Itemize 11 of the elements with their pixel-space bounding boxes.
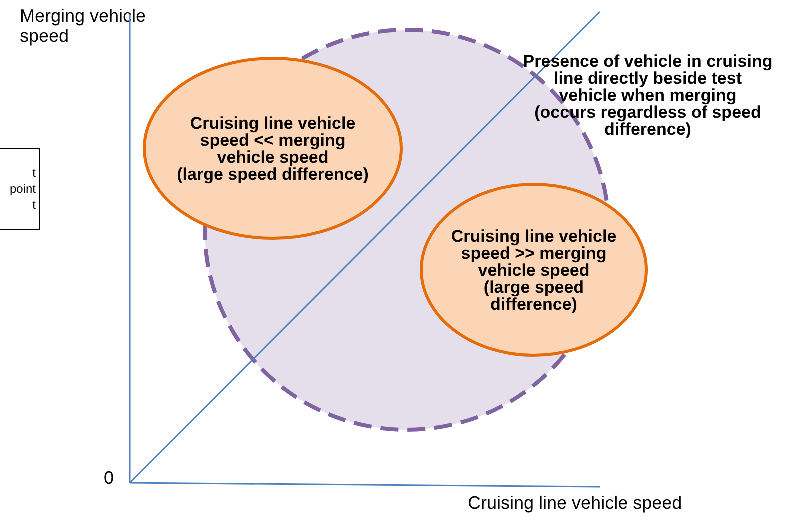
node-text: (occurs regardless of speed difference) — [534, 104, 762, 138]
legend-text: point — [10, 181, 36, 197]
node-text: (large speed difference) — [482, 278, 584, 312]
node-text: Cruising line vehicle speed << merging vehicle speed — [189, 114, 357, 166]
node-text: Cruising line vehicle speed >> merging vehicle speed — [450, 228, 618, 278]
axis-label: Merging vehicle speed — [20, 6, 148, 46]
legend-text: t — [32, 165, 36, 181]
legend-text: t — [32, 197, 36, 213]
axis-label: Cruising line vehicle speed — [468, 493, 682, 513]
axis-label: 0 — [104, 468, 114, 488]
node-text: (large speed difference) — [177, 166, 369, 182]
